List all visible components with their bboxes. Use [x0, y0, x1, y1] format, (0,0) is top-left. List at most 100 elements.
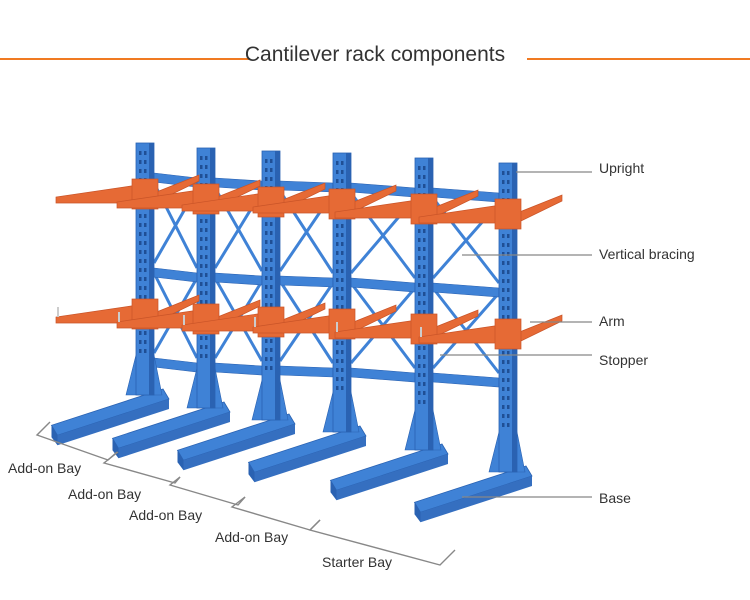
upright-hole — [270, 231, 273, 235]
upright-hole — [423, 292, 426, 296]
upright-hole — [205, 264, 208, 268]
upright-hole — [270, 249, 273, 253]
upright-hole — [418, 265, 421, 269]
upright-hole — [341, 233, 344, 237]
upright-hole — [341, 251, 344, 255]
upright-hole — [265, 339, 268, 343]
upright-hole — [336, 161, 339, 165]
upright-hole — [200, 264, 203, 268]
upright-hole — [200, 255, 203, 259]
upright-hole — [341, 296, 344, 300]
arm-rear — [516, 314, 563, 344]
upright-hole — [341, 287, 344, 291]
upright-hole — [502, 288, 505, 292]
upright-hole — [502, 171, 505, 175]
upright-hole — [139, 169, 142, 173]
upright-hole — [423, 400, 426, 404]
upright-hole — [423, 256, 426, 260]
upright-hole — [200, 345, 203, 349]
upright-hole — [336, 296, 339, 300]
upright-hole — [144, 160, 147, 164]
base-beam-side — [336, 454, 448, 501]
upright-hole — [139, 151, 142, 155]
base-beam-side — [57, 399, 169, 446]
upright-column-side — [210, 148, 215, 408]
upright-hole — [205, 165, 208, 169]
upright-hole — [507, 306, 510, 310]
upright-hole — [418, 238, 421, 242]
upright-hole — [341, 179, 344, 183]
upright-hole — [502, 387, 505, 391]
upright-hole — [144, 268, 147, 272]
horizontal-brace — [350, 367, 416, 383]
upright-hole — [200, 282, 203, 286]
upright-hole — [341, 260, 344, 264]
base-beam-side — [183, 424, 295, 471]
upright-hole — [139, 340, 142, 344]
upright-column-side — [428, 158, 433, 450]
upright-hole — [502, 396, 505, 400]
upright-hole — [423, 283, 426, 287]
upright-hole — [144, 232, 147, 236]
upright-hole — [507, 414, 510, 418]
label-add-on-bay-1: Add-on Bay — [8, 460, 82, 476]
upright-hole — [502, 306, 505, 310]
upright-hole — [139, 241, 142, 245]
upright-hole — [144, 331, 147, 335]
upright-hole — [423, 310, 426, 314]
upright-hole — [423, 355, 426, 359]
upright-hole — [144, 295, 147, 299]
upright-hole — [205, 237, 208, 241]
label-vertical-bracing: Vertical bracing — [599, 246, 695, 262]
label-add-on-bay-3: Add-on Bay — [129, 507, 203, 523]
upright-hole — [336, 260, 339, 264]
upright-hole — [270, 240, 273, 244]
upright-hole — [265, 357, 268, 361]
upright-hole — [423, 229, 426, 233]
upright-hole — [423, 301, 426, 305]
upright-hole — [418, 292, 421, 296]
upright-hole — [139, 232, 142, 236]
upright-column-side — [512, 163, 517, 472]
upright-hole — [270, 159, 273, 163]
upright-hole — [336, 170, 339, 174]
upright-hole — [205, 174, 208, 178]
upright-hole — [341, 305, 344, 309]
upright-hole — [502, 414, 505, 418]
upright-hole — [502, 261, 505, 265]
title-rule-left — [0, 58, 250, 60]
upright-hole — [418, 166, 421, 170]
horizontal-brace — [432, 372, 500, 388]
upright-hole — [502, 351, 505, 355]
horizontal-brace — [279, 275, 334, 288]
upright-hole — [205, 291, 208, 295]
upright-hole — [265, 159, 268, 163]
base-beam-end — [248, 462, 255, 483]
upright-hole — [205, 228, 208, 232]
upright-hole — [205, 354, 208, 358]
upright-hole — [502, 297, 505, 301]
upright-hole — [200, 228, 203, 232]
base-beam-end — [177, 450, 184, 471]
upright-hole — [270, 222, 273, 226]
upright-hole — [336, 368, 339, 372]
bay-bracket-line — [230, 496, 321, 531]
upright-hole — [144, 277, 147, 281]
upright-hole — [265, 240, 268, 244]
upright-hole — [336, 359, 339, 363]
upright-hole — [423, 265, 426, 269]
upright-hole — [418, 247, 421, 251]
upright-hole — [341, 224, 344, 228]
upright-hole — [144, 169, 147, 173]
label-arm: Arm — [599, 313, 625, 329]
bay-bracket-line — [308, 519, 456, 566]
upright-hole — [507, 315, 510, 319]
upright-hole — [507, 351, 510, 355]
upright-hole — [144, 286, 147, 290]
arm-bracket — [494, 198, 522, 230]
upright-hole — [507, 378, 510, 382]
upright-hole — [336, 251, 339, 255]
arm-bracket — [494, 318, 522, 350]
upright-hole — [144, 223, 147, 227]
upright-hole — [423, 247, 426, 251]
